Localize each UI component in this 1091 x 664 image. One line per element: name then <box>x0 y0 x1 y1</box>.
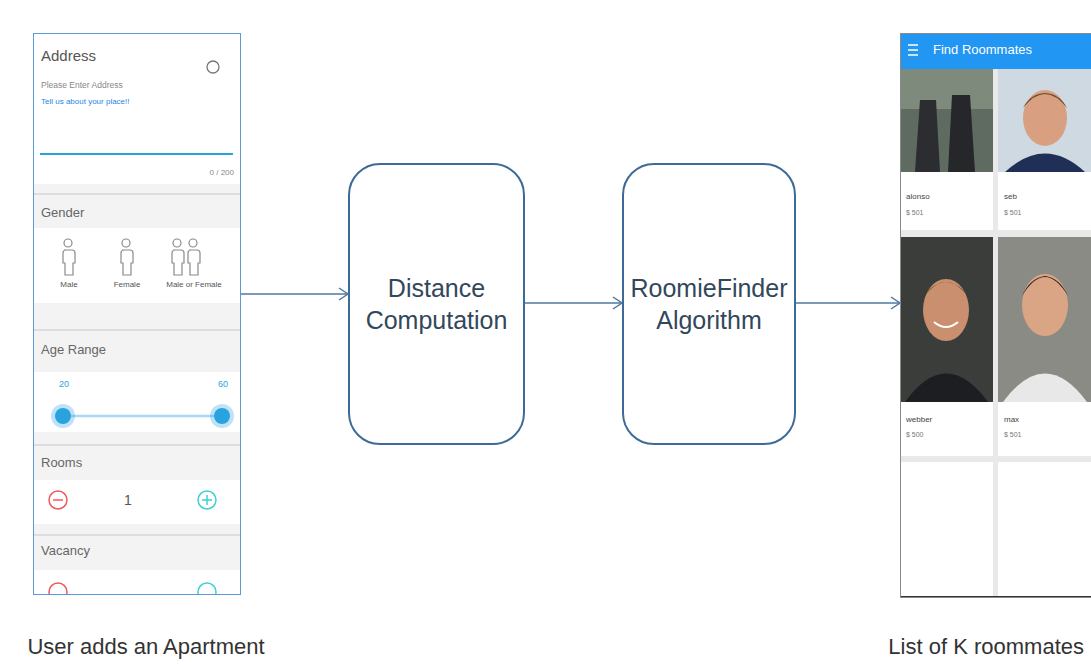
plus-sign <box>202 495 212 505</box>
field-heading: Address <box>41 47 96 64</box>
field-hint: Please Enter Address <box>41 81 123 91</box>
input-placeholder: Tell us about your place!! <box>41 97 130 106</box>
plus-button <box>198 583 216 595</box>
list-ground <box>900 33 1091 598</box>
minus-sign <box>53 499 63 501</box>
shirt <box>1005 154 1085 173</box>
app-title: Find Roommates <box>933 43 1032 58</box>
photo <box>900 237 993 402</box>
menu-icon <box>908 45 918 55</box>
slider-value: 20 <box>59 379 69 389</box>
age-panel <box>34 372 240 432</box>
connector-line <box>241 293 348 295</box>
connector-line <box>796 302 900 304</box>
slider-track <box>63 415 222 418</box>
field-heading: Age Range <box>41 343 106 358</box>
option-label: Male <box>60 280 77 289</box>
shirt <box>905 374 988 403</box>
photo <box>998 237 1091 402</box>
field-heading: Vacancy <box>41 544 90 559</box>
slider-value: 60 <box>218 379 228 389</box>
input-underline <box>40 153 233 155</box>
process-box: RoomieFinder Algorithm <box>622 163 796 445</box>
separator <box>34 534 240 536</box>
flow-arrow <box>241 288 348 300</box>
separator <box>34 193 240 195</box>
card <box>998 172 1091 230</box>
minus-button <box>49 583 67 595</box>
roommate-name: seb <box>1004 192 1017 201</box>
counter-value: 1 <box>124 492 132 508</box>
list-screenshot: Find Roommates alonso $ 501 seb $ 501 webber $… <box>900 33 1091 598</box>
roommate-rent: $ 501 <box>906 209 924 217</box>
card <box>998 462 1091 596</box>
figure <box>948 95 975 172</box>
arrowhead <box>339 288 348 300</box>
plus-button <box>198 491 216 509</box>
separator <box>34 444 240 446</box>
box-label: RoomieFinder Algorithm <box>631 272 788 337</box>
shirt <box>1003 374 1087 403</box>
separator <box>34 329 240 331</box>
field-heading: Rooms <box>41 456 82 471</box>
app-bar <box>900 33 1091 69</box>
screenshot-caption: User adds an Apartment <box>27 634 264 659</box>
roommate-name: max <box>1004 415 1019 424</box>
rooms-panel <box>34 480 240 524</box>
list-screenshot <box>900 33 1091 598</box>
address-panel <box>34 34 240 184</box>
smile <box>934 322 958 327</box>
char-counter: 0 / 200 <box>210 168 234 177</box>
roommate-rent: $ 501 <box>1004 209 1022 217</box>
field-heading: Gender <box>41 206 84 221</box>
form-screenshot: AddressPlease Enter AddressTell us about… <box>33 33 241 595</box>
gender-panel <box>34 228 240 303</box>
face <box>1022 274 1068 336</box>
location-icon <box>207 61 219 73</box>
face <box>923 279 969 341</box>
form-ground <box>33 33 241 595</box>
option-label: Male or Female <box>166 280 222 289</box>
arrowhead <box>891 297 900 309</box>
flow-arrow <box>796 297 900 309</box>
slider-thumb <box>55 408 71 424</box>
slider-thumb <box>214 408 230 424</box>
figure <box>915 100 940 172</box>
slider-halo <box>210 404 234 428</box>
card <box>900 402 993 456</box>
box-label: Distance Computation <box>360 272 513 337</box>
form-screenshot <box>33 33 241 595</box>
card <box>998 402 1091 456</box>
slider-halo <box>51 404 75 428</box>
screenshot-caption: List of K roommates <box>888 634 1084 659</box>
card <box>900 462 993 596</box>
hair <box>923 282 969 298</box>
minus-button <box>49 491 67 509</box>
photo <box>900 69 993 172</box>
option-label: Female <box>114 280 141 289</box>
process-box: Distance Computation <box>348 163 525 445</box>
face <box>1023 90 1067 146</box>
card <box>900 172 993 230</box>
roommate-name: alonso <box>906 192 930 201</box>
roommate-name: webber <box>906 415 932 424</box>
hair <box>1022 276 1068 296</box>
connector-line <box>525 302 622 304</box>
photo-background <box>900 69 993 109</box>
person-icons <box>63 239 200 275</box>
arrowhead <box>613 297 622 309</box>
hair <box>1023 93 1067 108</box>
flow-arrow <box>525 297 622 309</box>
photo <box>998 69 1091 172</box>
roommate-rent: $ 500 <box>906 431 924 439</box>
roommate-rent: $ 501 <box>1004 431 1022 439</box>
